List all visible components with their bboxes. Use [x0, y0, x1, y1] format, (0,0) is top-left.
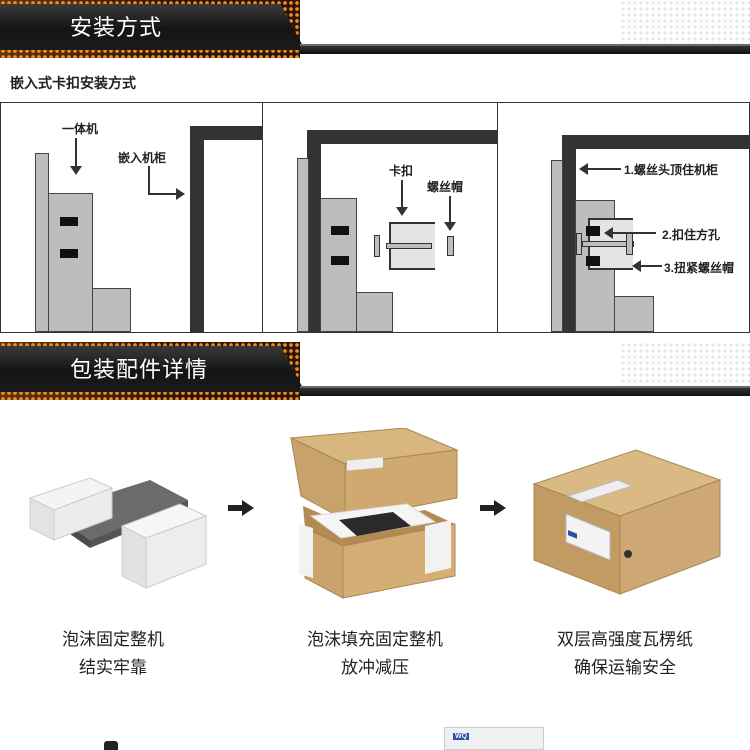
banner-stripe — [300, 44, 750, 54]
install-subtitle: 嵌入式卡扣安装方式 — [10, 75, 136, 91]
step-caption: 双层高强度瓦楞纸 确保运输安全 — [530, 626, 720, 682]
step-caption-line1: 双层高强度瓦楞纸 — [557, 630, 693, 649]
step-caption-line2: 确保运输安全 — [574, 658, 676, 677]
panel-divider — [497, 102, 498, 333]
section-banner-packaging: 包装配件详情 — [0, 342, 750, 400]
arrow — [612, 232, 656, 234]
step-caption-line1: 泡沫填充固定整机 — [307, 630, 443, 649]
square-hole — [60, 249, 78, 258]
accessory-card-partial: WQ — [444, 727, 544, 750]
section-title: 安装方式 — [70, 15, 163, 40]
foam-wrapped-unit-image — [28, 477, 208, 589]
cabinet-wall — [190, 126, 204, 332]
arrow — [75, 138, 77, 168]
cabinet-wall — [562, 135, 576, 332]
unit-body — [48, 193, 93, 332]
step-caption: 泡沫固定整机 结实牢靠 — [18, 626, 208, 682]
clip-screw-head — [576, 233, 582, 255]
panel-divider — [262, 102, 263, 333]
arrow-right-icon — [480, 500, 506, 521]
clip-screw-head — [374, 235, 380, 257]
label-nut: 螺丝帽 — [427, 180, 464, 194]
nut-part — [626, 233, 633, 255]
banner-stripe-highlight — [300, 44, 750, 46]
banner-right-pattern — [620, 342, 750, 386]
banner-right-pattern — [620, 0, 750, 44]
arrow-head — [444, 222, 456, 231]
arrow — [449, 196, 451, 224]
arrow — [401, 180, 403, 210]
unit-base — [614, 296, 654, 332]
square-hole — [586, 256, 600, 266]
square-hole — [60, 217, 78, 226]
square-hole — [331, 226, 349, 235]
arrow-right-icon — [228, 500, 254, 521]
label-step-2: 2.扣住方孔 — [662, 228, 721, 242]
square-hole — [586, 226, 600, 236]
cabinet-top — [190, 126, 262, 140]
arrow — [148, 166, 150, 194]
step-caption-line2: 放冲减压 — [341, 658, 409, 677]
closed-kraft-box-image — [532, 449, 722, 595]
section-banner-install: 安装方式 — [0, 0, 750, 58]
cabinet-top — [307, 130, 497, 144]
arrow — [148, 193, 178, 195]
clip-screw — [582, 241, 634, 247]
label-step-3: 3.扭紧螺丝帽 — [664, 261, 735, 275]
label-cabinet: 嵌入机柜 — [118, 151, 167, 165]
square-hole — [331, 256, 349, 265]
banner-stripe-highlight — [300, 386, 750, 388]
banner-stripe — [300, 386, 750, 396]
arrow-head — [396, 207, 408, 216]
arrow-head — [176, 188, 185, 200]
unit-back-plate — [297, 158, 309, 332]
arrow — [640, 265, 662, 267]
clip-screw — [386, 243, 432, 249]
unit-base — [92, 288, 131, 332]
box-logo: WQ — [453, 733, 470, 740]
arrow-head — [579, 163, 588, 175]
nut-part — [447, 236, 454, 256]
banner-plate — [0, 346, 305, 392]
label-clip: 卡扣 — [389, 164, 414, 178]
step-caption-line2: 结实牢靠 — [79, 658, 147, 677]
open-kraft-box-image — [289, 428, 459, 599]
accessory-partial — [104, 741, 118, 750]
unit-body — [320, 198, 357, 332]
unit-back-plate — [551, 160, 563, 332]
step-caption: 泡沫填充固定整机 放冲减压 — [280, 626, 470, 682]
unit-base — [356, 292, 393, 332]
cabinet-wall — [307, 130, 321, 332]
label-step-1: 1.螺丝头顶住机柜 — [624, 163, 719, 177]
arrow — [587, 168, 621, 170]
cabinet-top — [562, 135, 750, 149]
label-unit: 一体机 — [62, 122, 99, 136]
arrow-head — [604, 227, 613, 239]
arrow-head — [70, 166, 82, 175]
step-caption-line1: 泡沫固定整机 — [62, 630, 164, 649]
unit-back-plate — [35, 153, 49, 332]
section-title: 包装配件详情 — [70, 357, 209, 382]
arrow-head — [632, 260, 641, 272]
banner-plate — [0, 4, 305, 50]
